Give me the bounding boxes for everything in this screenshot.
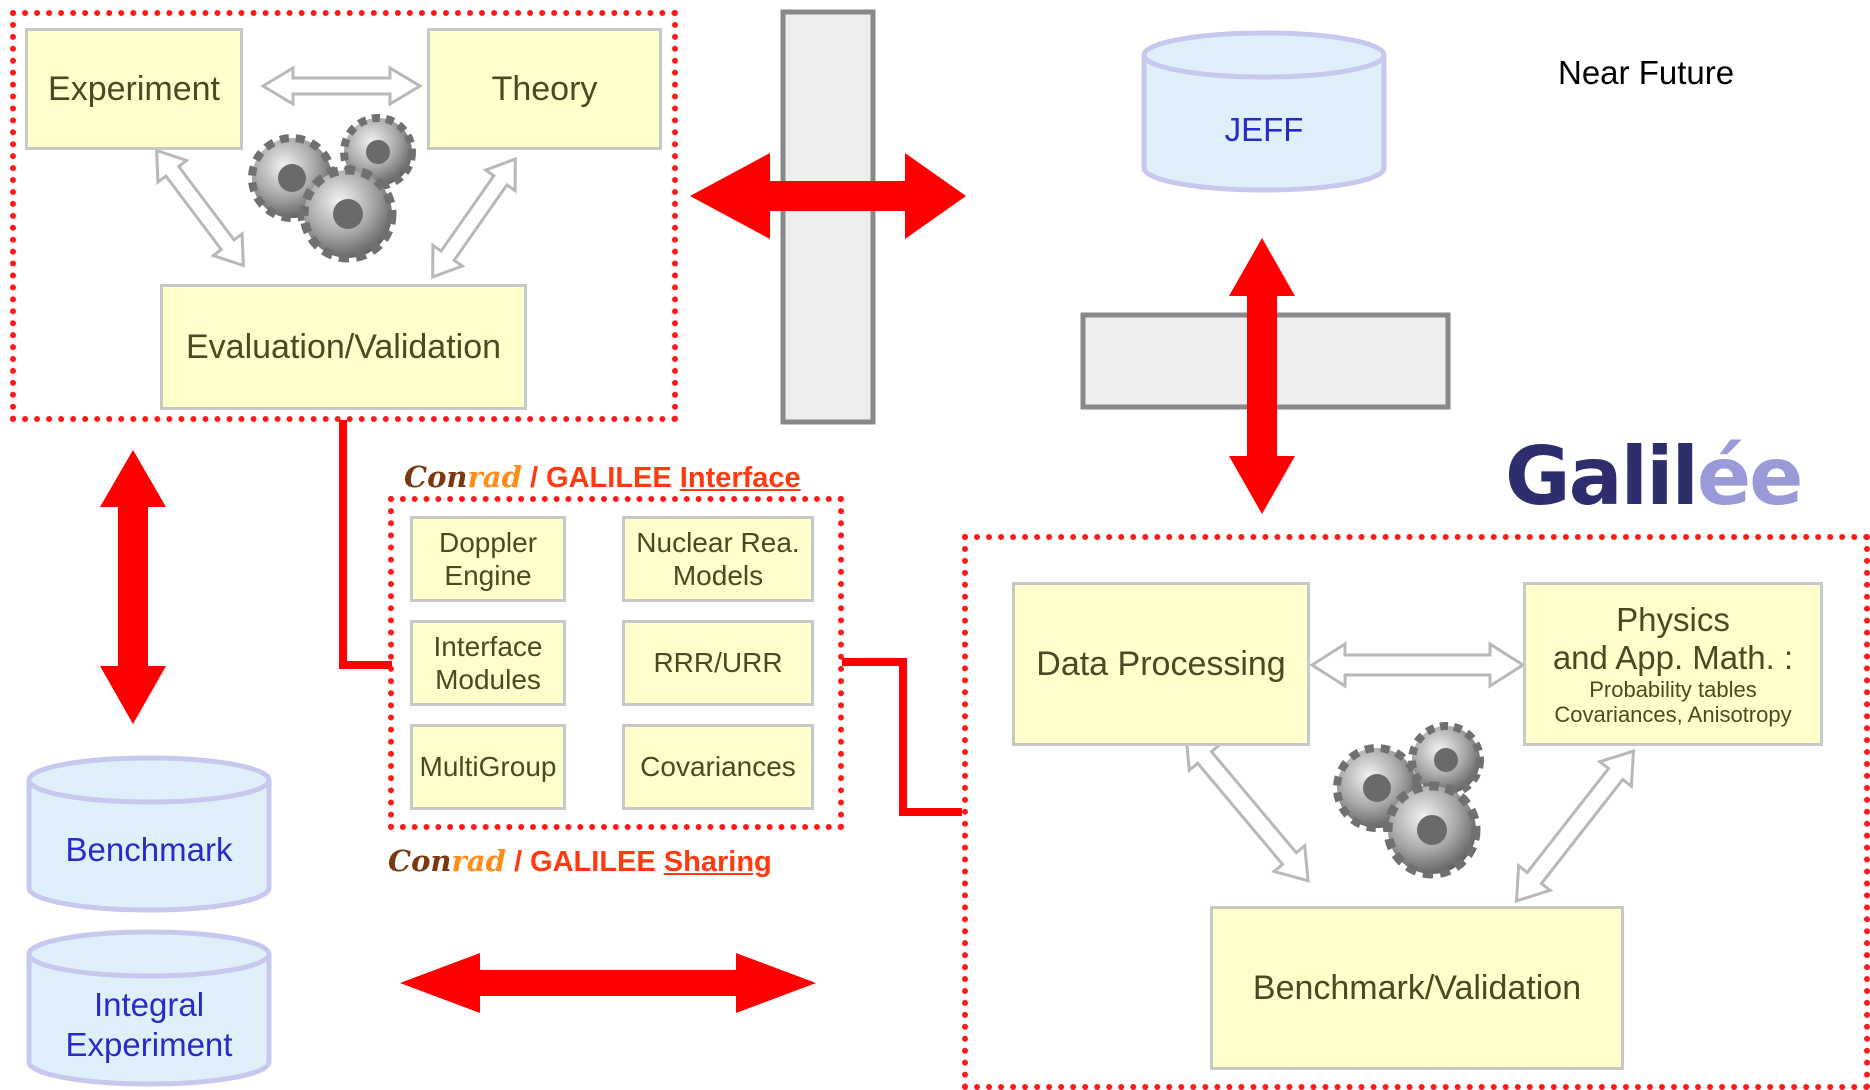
- interface-line-1: Interface: [433, 630, 543, 662]
- integral-line-2: Experiment: [65, 1026, 233, 1063]
- top-evaluation-region: [10, 10, 678, 422]
- interface-galilee-label: / GALILEE: [529, 462, 672, 494]
- galilee-logo: Galilée: [1505, 430, 1803, 523]
- benchmark-validation-label: Benchmark/Validation: [1252, 968, 1582, 1007]
- white-arrow-processing-benchmark: [1184, 733, 1310, 883]
- red-arrow-vertical-jeff: [1229, 238, 1295, 514]
- sharing-footer: Conrad / GALILEE Sharing: [388, 844, 772, 879]
- theory-label: Theory: [491, 69, 598, 108]
- interface-link[interactable]: Interface: [679, 462, 801, 494]
- connector-line-right: [842, 658, 962, 816]
- galilee-logo-text: Galilée: [1505, 430, 1803, 523]
- physics-line-2: and App. Math. :: [1552, 638, 1794, 676]
- galilee-region: [962, 534, 1870, 1090]
- physics-line-3: Probability tables: [1589, 676, 1757, 702]
- theory-box: Theory: [427, 28, 662, 150]
- white-arrow-physics-benchmark: [1514, 749, 1636, 903]
- page-title: Near Future: [1558, 54, 1735, 91]
- multigroup-box: MultiGroup: [410, 724, 566, 810]
- red-arrow-horizontal-top: [690, 153, 966, 239]
- experiment-box: Experiment: [25, 28, 243, 150]
- integral-experiment-cylinder: [26, 929, 272, 1087]
- nuclear-line-1: Nuclear Rea.: [636, 526, 800, 558]
- covariances-label: Covariances: [640, 751, 796, 783]
- interface-modules-region: [388, 496, 844, 830]
- rrr-urr-box: RRR/URR: [622, 620, 814, 706]
- benchmark-label: Benchmark: [65, 831, 233, 869]
- experiment-label: Experiment: [48, 69, 220, 108]
- covariances-box: Covariances: [622, 724, 814, 810]
- gears-icon-top: [248, 114, 416, 263]
- integral-line-1: Integral: [93, 986, 205, 1024]
- physics-line-1: Physics: [1616, 600, 1730, 638]
- data-processing-box: Data Processing: [1012, 582, 1310, 746]
- multigroup-label: MultiGroup: [419, 751, 557, 783]
- red-arrow-vertical-left: [100, 450, 166, 724]
- sharing-galilee-label: / GALILEE: [513, 846, 656, 878]
- benchmark-validation-box: Benchmark/Validation: [1210, 906, 1624, 1070]
- nuclear-models-box: Nuclear Rea. Models: [622, 516, 814, 602]
- data-processing-label: Data Processing: [1036, 644, 1286, 683]
- gray-vertical-bar: [780, 9, 876, 425]
- connector-line-left: [339, 420, 392, 669]
- evaluation-box: Evaluation/Validation: [160, 284, 527, 410]
- nuclear-line-2: Models: [672, 560, 764, 591]
- jeff-cylinder: [1141, 30, 1387, 193]
- doppler-engine-box: Doppler Engine: [410, 516, 566, 602]
- interface-header: Conrad / GALILEE Interface: [404, 460, 801, 495]
- physics-line-4: Covariances, Anisotropy: [1554, 701, 1792, 727]
- benchmark-cylinder: [26, 755, 272, 913]
- rrr-label: RRR/URR: [653, 647, 783, 679]
- physics-box: Physics and App. Math. : Probability tab…: [1523, 582, 1823, 746]
- white-arrow-experiment-theory: [260, 65, 423, 107]
- doppler-line-1: Doppler: [438, 526, 538, 558]
- conrad-logo: Conrad: [404, 460, 522, 494]
- conrad-logo-sharing: Conrad: [388, 844, 506, 878]
- interface-line-2: Modules: [435, 664, 541, 695]
- doppler-line-2: Engine: [444, 560, 532, 591]
- white-arrow-theory-evaluation: [431, 156, 517, 280]
- jeff-label: JEFF: [1224, 111, 1304, 149]
- gears-icon-bottom: [1333, 722, 1484, 879]
- white-arrow-experiment-evaluation: [155, 148, 245, 268]
- integral-experiment-label: Integral Experiment: [29, 980, 269, 1070]
- interface-modules-box: Interface Modules: [410, 620, 566, 706]
- red-arrow-horizontal-bottom: [400, 953, 816, 1013]
- sharing-link[interactable]: Sharing: [663, 846, 772, 878]
- evaluation-label: Evaluation/Validation: [185, 327, 502, 366]
